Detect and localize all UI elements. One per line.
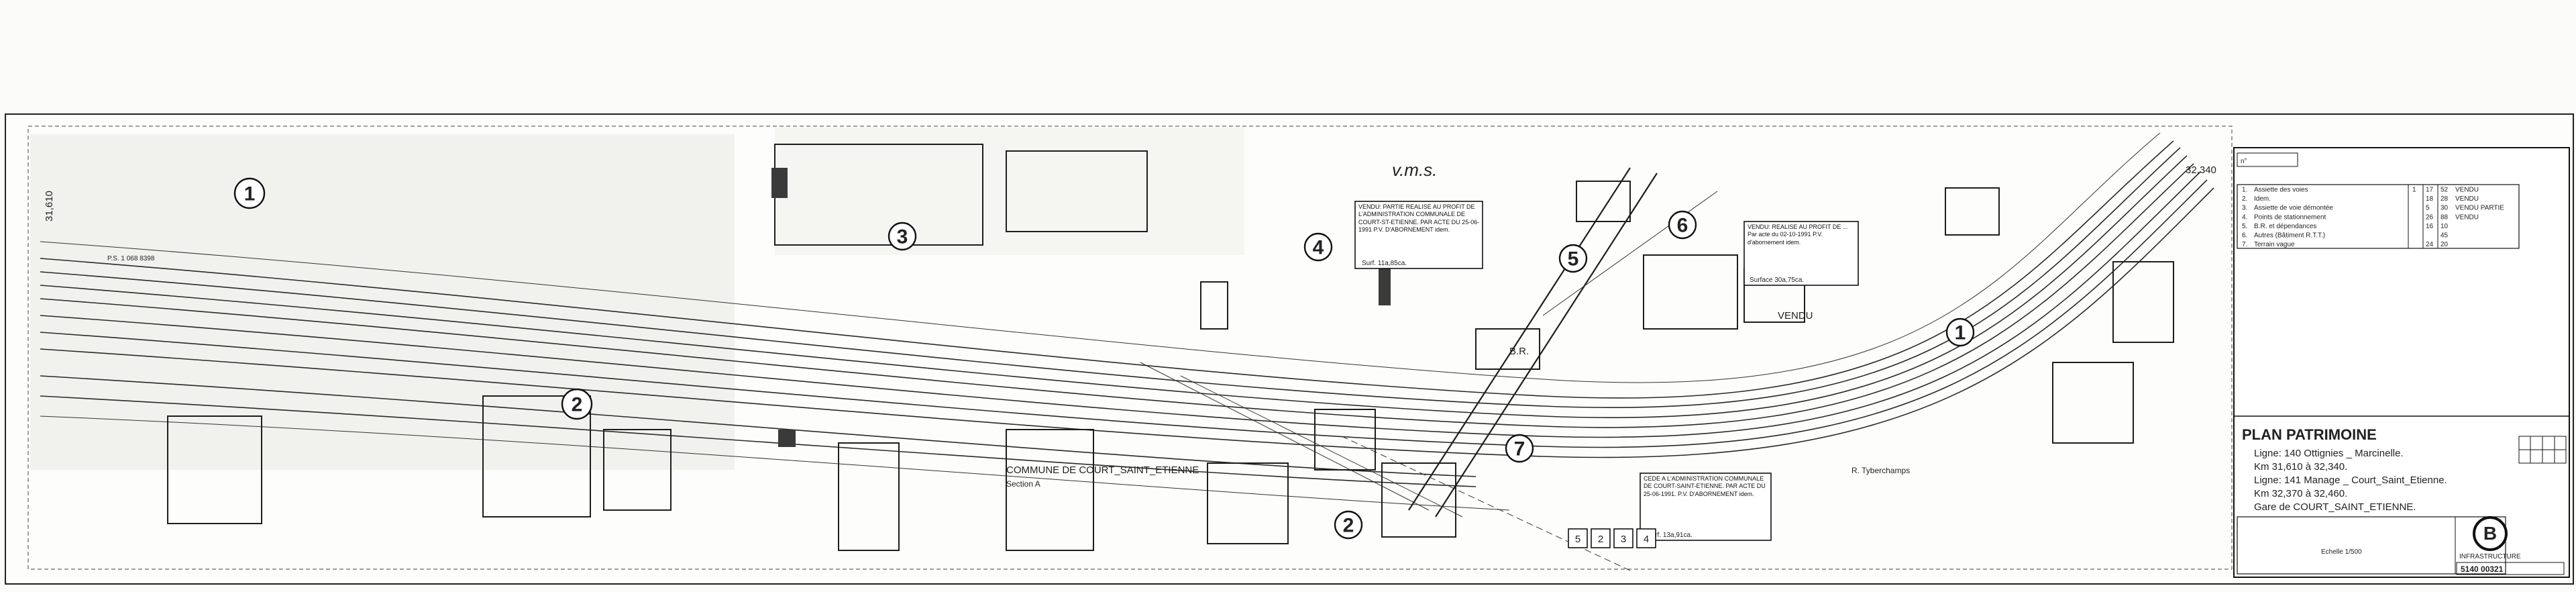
legend-row-ca: 10: [2440, 223, 2449, 230]
legend-row-label: Idem.: [2254, 195, 2271, 203]
km-right-label: 32,340: [2186, 164, 2216, 176]
org-label: INFRASTRUCTURE: [2459, 553, 2521, 560]
svg-text:2: 2: [1343, 515, 1354, 537]
legend-row-note: VENDU: [2455, 187, 2479, 194]
svg-text:1: 1: [1955, 322, 1966, 344]
stamp-right-surface: Surface 30a,75ca.: [1750, 277, 1804, 284]
plan-number: 5140 00321: [2461, 564, 2504, 574]
svg-text:2: 2: [1598, 534, 1603, 545]
legend-row-index: 1.: [2242, 187, 2247, 194]
parcel-numbers: 1 2 3 4 5 6 7 2 1: [233, 177, 1975, 540]
legend-row-index: 5.: [2242, 223, 2247, 230]
km-marks: 31,610 32,340 P.S. 1 068 8398: [44, 164, 2216, 262]
parcel-number-1: 1: [233, 177, 266, 209]
svg-text:3: 3: [1621, 534, 1626, 545]
stamp-right: VENDU: REALISE AU PROFIT DE ... Par acte…: [1743, 221, 1859, 286]
section-label: Section A: [1006, 479, 1040, 489]
legend-row-note: VENDU: [2455, 195, 2479, 203]
legend-row-ca: 30: [2440, 205, 2449, 212]
pn-label: P.S. 1 068 8398: [107, 255, 155, 262]
legend-row-ca: 88: [2440, 213, 2449, 221]
sncb-logo-icon: [2473, 516, 2508, 551]
commune-label: COMMUNE DE COURT_SAINT_ETIENNE: [1006, 464, 1199, 476]
legend-row-index: 7.: [2242, 241, 2247, 248]
legend-row-label: B.R. et dépendances: [2254, 223, 2316, 230]
svg-text:4: 4: [1313, 237, 1324, 259]
street-label: R. Tyberchamps: [1851, 466, 1910, 475]
vendu-label: VENDU: [1778, 310, 1813, 322]
legend-row-a: 18: [2426, 195, 2434, 203]
parcel-number-5: 5: [1558, 244, 1588, 273]
legend-row-ha: 1: [2412, 187, 2416, 194]
parcel-number-7: 7: [1505, 434, 1534, 463]
stamp-top: VENDU: PARTIE REALISE AU PROFIT DE L'ADM…: [1354, 201, 1483, 269]
bottom-sheet-boxes: 5 2 3 4: [1568, 528, 1656, 548]
parcel-number-4: 4: [1303, 232, 1333, 262]
legend-row-label: Assiette de voie démontée: [2254, 205, 2333, 212]
legend-row-ca: 52: [2440, 187, 2449, 194]
stamp-left: CEDE A L'ADMINISTRATION COMMUNALE DE COU…: [1640, 473, 1772, 541]
plan-station: Gare de COURT_SAINT_ETIENNE.: [2254, 501, 2416, 513]
plan-line-a: Ligne: 140 Ottignies _ Marcinelle.: [2254, 448, 2404, 459]
legend-row-note: VENDU PARTIE: [2455, 205, 2504, 212]
drawing-frame: [28, 126, 2233, 570]
svg-text:5: 5: [1575, 534, 1580, 545]
svg-text:6: 6: [1677, 215, 1688, 237]
parcel-number-6: 6: [1668, 210, 1697, 240]
km-left-label: 31,610: [44, 191, 55, 221]
legend-row-a: 17: [2426, 187, 2434, 194]
legend-row-label: Points de stationnement: [2254, 213, 2326, 221]
legend-row-index: 6.: [2242, 232, 2247, 239]
stamp-left-text: CEDE A L'ADMINISTRATION COMMUNALE DE COU…: [1644, 475, 1766, 497]
stamp-top-surface: Surf. 11a,85ca.: [1362, 260, 1407, 267]
plan-line-b: Ligne: 141 Manage _ Court_Saint_Etienne.: [2254, 475, 2447, 486]
legend-row-a: 26: [2426, 213, 2434, 221]
legend-row-ca: 28: [2440, 195, 2449, 203]
plan-km-a: Km 31,610 à 32,340.: [2254, 461, 2347, 473]
stamp-top-text: VENDU: PARTIE REALISE AU PROFIT DE L'ADM…: [1358, 203, 1480, 233]
parcel-number-3: 3: [888, 221, 917, 251]
svg-text:5: 5: [1568, 248, 1579, 270]
plan-km-b: Km 32,370 à 32,460.: [2254, 488, 2347, 499]
handwritten-mark: v.m.s.: [1392, 160, 1437, 180]
stamp-right-text: VENDU: REALISE AU PROFIT DE ... Par acte…: [1748, 224, 1848, 246]
legend-row-index: 3.: [2242, 205, 2247, 212]
legend-row-label: Assiette des voies: [2254, 187, 2308, 194]
parcel-number-2: 2: [561, 388, 593, 420]
plan-scale: Echelle 1/500: [2321, 548, 2362, 556]
buildings: [167, 144, 2174, 551]
legend-row-index: 4.: [2242, 213, 2247, 221]
legend-row-note: VENDU: [2455, 213, 2479, 221]
legend-row-a: 24: [2426, 241, 2434, 248]
legend-row-label: Autres (Bâtiment R.T.T.): [2254, 232, 2325, 239]
stamp-left-surface: Surf. 13a,91ca.: [1647, 532, 1693, 539]
sheet-border: [5, 113, 2574, 585]
svg-text:2: 2: [572, 394, 583, 416]
svg-text:4: 4: [1644, 534, 1649, 545]
scan-shading-2: [775, 128, 1244, 255]
svg-text:3: 3: [897, 226, 908, 248]
br-label: B.R.: [1509, 346, 1529, 357]
sncb-logo-letter: B: [2483, 523, 2497, 544]
legend-row-a: 16: [2426, 223, 2434, 230]
legend-header: n°: [2241, 158, 2247, 165]
svg-text:1: 1: [244, 183, 256, 205]
legend-row-label: Terrain vague: [2254, 241, 2295, 248]
legend-row-ca: 45: [2440, 232, 2449, 239]
legend-row-ca: 20: [2440, 241, 2449, 248]
parcel-number-1b: 1: [1945, 317, 1975, 347]
legend-row-a: 5: [2426, 205, 2430, 212]
svg-text:7: 7: [1514, 438, 1525, 460]
plan-title: PLAN PATRIMOINE: [2242, 426, 2377, 443]
railway-tracks: [40, 132, 2214, 571]
legend-row-index: 2.: [2242, 195, 2247, 203]
parcel-number-2b: 2: [1334, 510, 1363, 540]
